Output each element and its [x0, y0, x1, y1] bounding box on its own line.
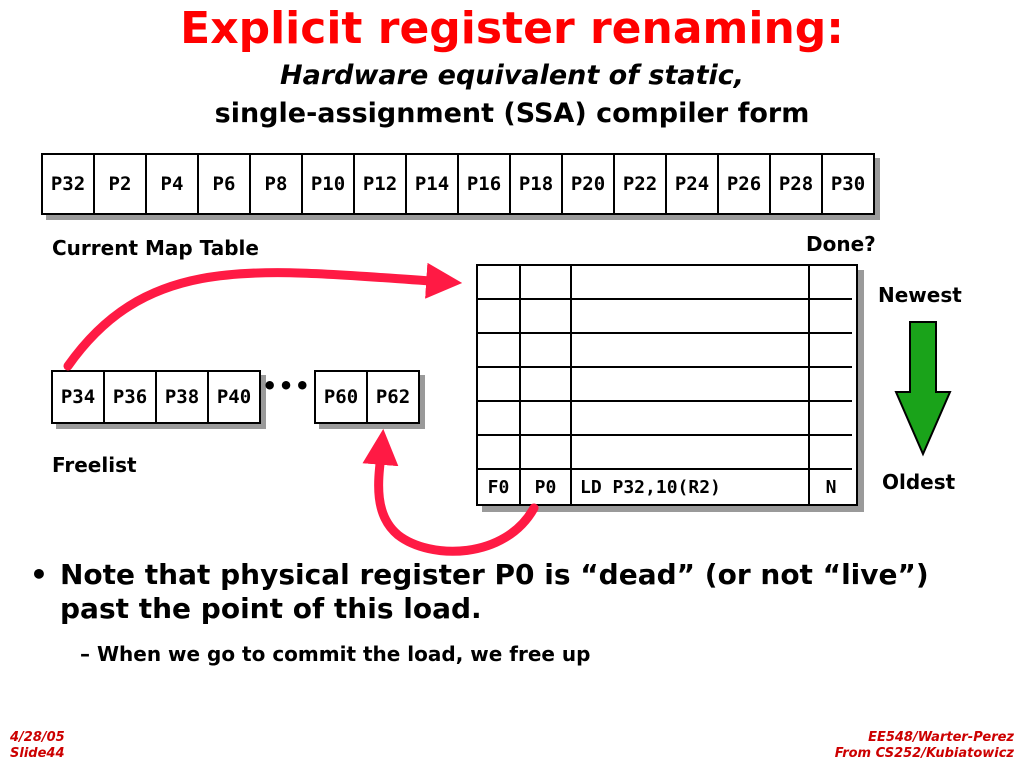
rob-cell: [810, 402, 852, 436]
bullet-main-text: Note that physical register P0 is “dead”…: [60, 558, 929, 625]
map-table-entry: P28: [769, 153, 823, 215]
rob-instruction: LD P32,10(R2): [572, 470, 810, 504]
rob-cell: [572, 402, 810, 436]
rob-cell: [810, 266, 852, 300]
map-table-entry: P14: [405, 153, 459, 215]
map-table-entry: P24: [665, 153, 719, 215]
rob-cell: [572, 368, 810, 402]
map-table-entry: P12: [353, 153, 407, 215]
slide-subtitle-line1: Hardware equivalent of static,: [280, 60, 744, 91]
freelist-entry: P62: [366, 370, 420, 424]
rob-phys-reg: P0: [521, 470, 572, 504]
footer-right: EE548/Warter-Perez From CS252/Kubiatowic…: [835, 730, 1014, 762]
rob-cell: [521, 300, 572, 334]
rob-cell: [521, 266, 572, 300]
footer-slide-number: Slide44: [10, 746, 65, 761]
down-arrow-icon: [894, 321, 952, 457]
rob-cell: [478, 368, 521, 402]
rob-cell: [478, 300, 521, 334]
bullet-symbol: •: [30, 558, 48, 591]
map-to-rob-arrow: [63, 262, 463, 371]
rob-cell: [572, 300, 810, 334]
rob-cell: [478, 436, 521, 470]
map-table-entry: P2: [93, 153, 147, 215]
freelist-label: Freelist: [52, 453, 137, 477]
slide-subtitle-line2: single-assignment (SSA) compiler form: [214, 98, 810, 129]
done-label: Done?: [806, 232, 876, 256]
bullet-main: • Note that physical register P0 is “dea…: [30, 558, 980, 626]
map-table-entry: P30: [821, 153, 875, 215]
slide-title: Explicit register renaming:: [180, 3, 844, 54]
map-table-entry: P10: [301, 153, 355, 215]
rob-cell: [478, 266, 521, 300]
oldest-label: Oldest: [882, 470, 956, 494]
rob-cell: [521, 368, 572, 402]
reorder-buffer: F0 P0 LD P32,10(R2) N: [476, 264, 858, 506]
rob-cell: [572, 266, 810, 300]
rob-cell: [572, 334, 810, 368]
rob-cell: [810, 334, 852, 368]
bullet-sub-text: – When we go to commit the load, we free…: [80, 642, 591, 666]
rob-cell: [478, 402, 521, 436]
rob-cell: [521, 436, 572, 470]
footer-source: From CS252/Kubiatowicz: [834, 746, 1014, 761]
rob-cell: [572, 436, 810, 470]
rob-done-flag: N: [825, 476, 837, 498]
rob-cell: [521, 334, 572, 368]
rob-cell: [810, 368, 852, 402]
footer-left: 4/28/05 Slide44: [10, 730, 65, 762]
rob-cell: [521, 402, 572, 436]
freelist-ellipsis: •••: [262, 372, 312, 400]
rob-to-freelist-arrow: [362, 428, 539, 556]
freelist-entry: P36: [103, 370, 157, 424]
rob-cell: [810, 300, 852, 334]
map-table-entry: P18: [509, 153, 563, 215]
rob-arch-reg: F0: [478, 470, 521, 504]
rob-cell: [478, 334, 521, 368]
map-table-label: Current Map Table: [52, 236, 259, 260]
freelist-entry: P40: [207, 370, 261, 424]
newest-label: Newest: [878, 283, 962, 307]
footer-date: 4/28/05: [10, 730, 65, 745]
map-table-entry: P22: [613, 153, 667, 215]
rob-cell: [810, 436, 852, 470]
footer-course: EE548/Warter-Perez: [868, 730, 1014, 745]
freelist-entry: P34: [51, 370, 105, 424]
